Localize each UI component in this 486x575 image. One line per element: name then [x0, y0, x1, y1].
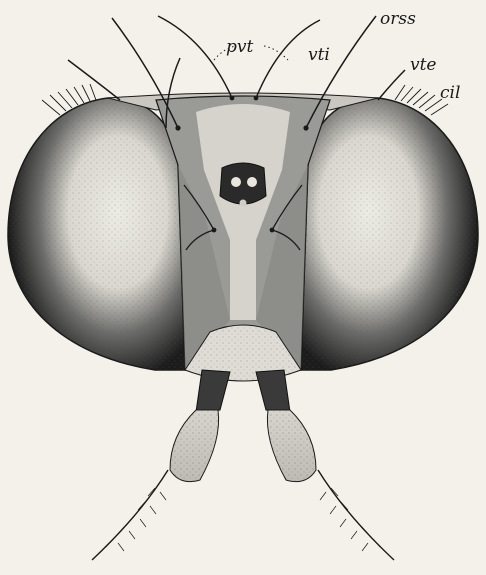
right-antenna — [256, 370, 394, 560]
right-arista-hairs — [320, 488, 380, 551]
label-cil: cil — [440, 83, 460, 103]
left-postvertical-bristle — [158, 16, 232, 98]
right-compound-eye — [301, 98, 478, 370]
label-pvt: pvt — [226, 37, 253, 57]
left-arista-hairs — [106, 488, 166, 551]
label-vte: vte — [410, 55, 437, 75]
ocellar-triangle — [220, 163, 266, 207]
left-compound-eye — [8, 98, 185, 370]
label-vti: vti — [308, 45, 330, 65]
label-orss: orss — [380, 9, 416, 29]
right-outer-vertical-bristle — [378, 70, 405, 100]
left-antenna — [92, 370, 230, 560]
